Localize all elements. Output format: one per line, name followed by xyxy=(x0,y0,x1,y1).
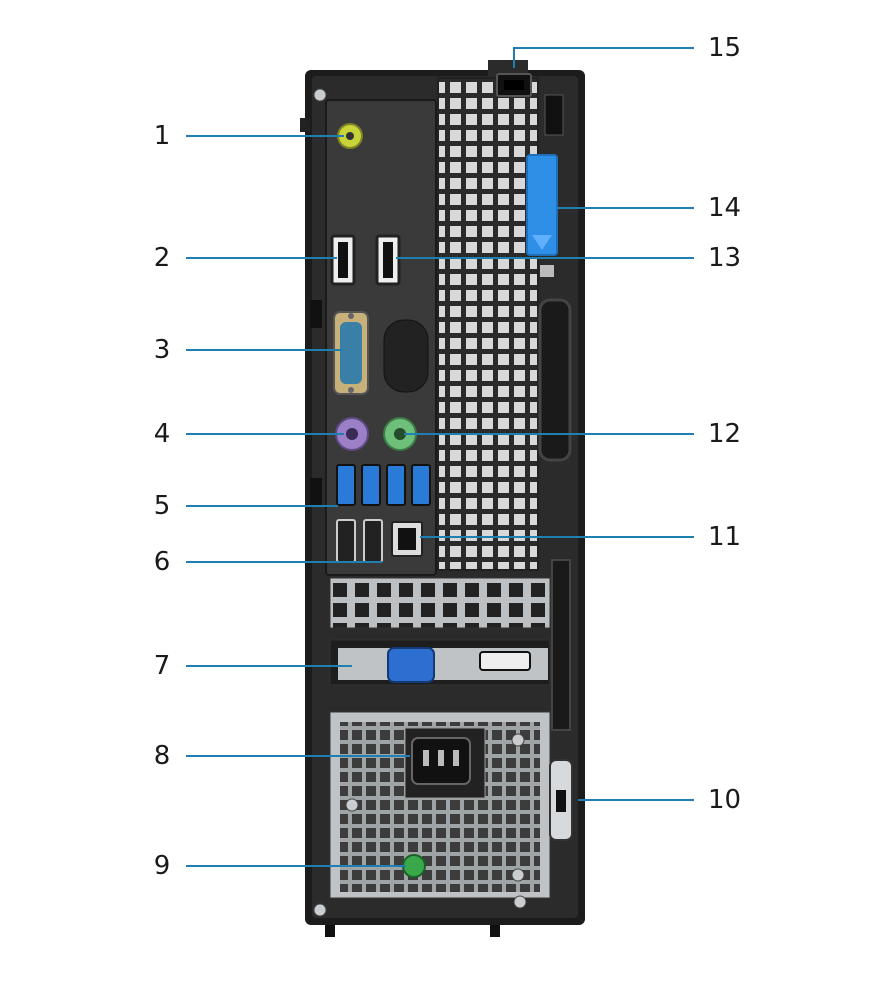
network-port xyxy=(391,521,423,557)
callout-number-11: 11 xyxy=(708,522,742,552)
usb2-ports xyxy=(336,519,383,563)
power-connector xyxy=(411,737,471,785)
callout-number-14: 14 xyxy=(708,193,742,223)
callout-lines xyxy=(186,47,694,867)
callout-number-7: 7 xyxy=(153,651,171,681)
callout-number-4: 4 xyxy=(153,419,171,449)
callout-number-10: 10 xyxy=(708,785,742,815)
callout-number-6: 6 xyxy=(153,547,171,577)
usb3-ports xyxy=(336,464,431,506)
serial-port xyxy=(333,311,429,395)
psu-diagnostic-light xyxy=(402,854,426,878)
side-rails xyxy=(310,94,572,731)
callout-number-9: 9 xyxy=(153,851,171,881)
security-cable-slot xyxy=(549,759,573,841)
screws xyxy=(313,88,527,917)
callout-number-1: 1 xyxy=(153,121,171,151)
callout-number-8: 8 xyxy=(153,741,171,771)
callout-line-15 xyxy=(513,47,694,68)
callout-number-13: 13 xyxy=(708,243,742,273)
release-latch xyxy=(526,154,558,277)
callout-number-15: 15 xyxy=(708,33,742,63)
vga-port xyxy=(387,647,531,683)
callout-number-12: 12 xyxy=(708,419,742,449)
feet xyxy=(325,925,500,937)
callout-number-3: 3 xyxy=(153,335,171,365)
displayport-13 xyxy=(375,234,401,286)
padlock-loop xyxy=(496,73,532,97)
callout-number-2: 2 xyxy=(153,243,171,273)
vent-grille xyxy=(437,77,539,571)
callout-number-5: 5 xyxy=(153,491,171,521)
displayport-2 xyxy=(330,234,356,286)
io-plate xyxy=(325,99,437,576)
